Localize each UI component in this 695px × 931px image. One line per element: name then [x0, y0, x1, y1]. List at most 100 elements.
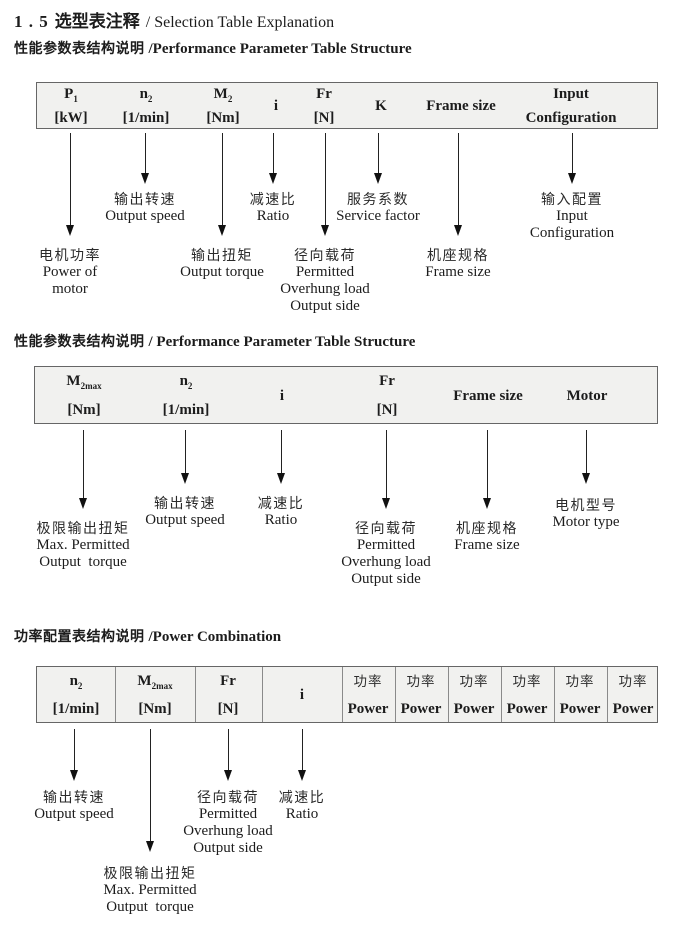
label-line: Permitted — [356, 537, 416, 553]
header-line: i — [279, 387, 285, 404]
arrow-line — [82, 430, 84, 499]
header-line: [Nm] — [67, 402, 101, 418]
label-line: Motor type — [552, 514, 620, 530]
label-line: Ratio — [264, 512, 298, 528]
table-header-cell: 功率 Power — [613, 667, 654, 724]
header-line: 功率 — [353, 673, 383, 689]
label-line: 机座规格 — [426, 247, 489, 263]
header-line: [1/min] — [52, 701, 100, 718]
header-line: Frame size — [453, 387, 523, 404]
label-line: Service factor — [336, 208, 420, 224]
label-line: Output torque — [106, 899, 194, 915]
column-divider — [262, 667, 263, 722]
table-header-cell: i — [274, 83, 278, 130]
arrow-line — [69, 133, 71, 226]
header-line: n2 — [69, 672, 83, 691]
header-line: 功率 — [618, 673, 648, 689]
label-line: Overhung load — [341, 554, 431, 570]
heading-cn: 性能参数表结构说明 — [14, 333, 145, 349]
heading-en: /Power Combination — [148, 629, 282, 645]
header-line: M2max — [137, 672, 173, 691]
table-header-cell: Fr[N] — [218, 667, 239, 724]
label-line: Frame size — [454, 537, 520, 553]
arrow-head-icon — [277, 473, 285, 484]
arrow-line — [457, 133, 459, 226]
column-divider — [501, 667, 502, 722]
subscript: 1 — [73, 94, 78, 105]
arrow-head-icon — [70, 770, 78, 781]
label-line: 减速比 — [278, 789, 326, 805]
label-line: Output speed — [145, 512, 225, 528]
arrow-line — [280, 430, 282, 474]
arrow-head-icon — [181, 473, 189, 484]
label-line: Output torque — [39, 554, 127, 570]
page-title-cn: 选型表注释 — [54, 12, 140, 31]
label-line: Configuration — [529, 225, 615, 241]
label-line: 极限输出扭矩 — [103, 865, 197, 881]
label-line: 电机型号 — [554, 497, 617, 513]
page-title-en: / Selection Table Explanation — [145, 14, 335, 31]
header-line: Power — [559, 701, 601, 718]
header-line: [Nm] — [138, 701, 172, 718]
arrow-head-icon — [224, 770, 232, 781]
arrow-head-icon — [568, 173, 576, 184]
header-line: Power — [506, 701, 548, 718]
header-line: 功率 — [406, 673, 436, 689]
label-line: 径向载荷 — [197, 789, 259, 805]
header-line: Motor — [566, 387, 608, 404]
header-line: M2 — [213, 86, 233, 105]
subscript: 2 — [77, 680, 83, 691]
header-line: [Nm] — [206, 109, 240, 126]
header-line: Power — [400, 701, 442, 718]
column-divider — [607, 667, 608, 722]
heading-cn: 性能参数表结构说明 — [14, 40, 145, 56]
header-line: Fr — [316, 86, 332, 103]
label-line: motor — [52, 281, 88, 297]
label-line: 输出转速 — [113, 191, 176, 207]
label-line: Permitted — [295, 264, 355, 280]
label-line: Output side — [193, 840, 263, 856]
label-line: Power of — [42, 264, 98, 280]
arrow-line — [227, 729, 229, 771]
label-line: 减速比 — [257, 495, 305, 511]
arrow-head-icon — [141, 173, 149, 184]
label-line: 输出转速 — [42, 789, 105, 805]
column-divider — [115, 667, 116, 722]
header-line: [N] — [376, 402, 398, 418]
heading-en: /Performance Parameter Table Structure — [148, 41, 412, 57]
arrow-line — [301, 729, 303, 771]
arrow-line — [221, 133, 223, 226]
label-line: 输出扭矩 — [191, 247, 253, 263]
table-header-cell: Fr[N] — [314, 83, 335, 130]
arrow-head-icon — [382, 498, 390, 509]
table-header-cell: n2[1/min] — [123, 83, 170, 130]
table-header-cell: Fr[N] — [377, 367, 398, 425]
header-line: i — [273, 98, 279, 114]
header-line: Power — [612, 701, 654, 718]
column-divider — [554, 667, 555, 722]
column-divider — [195, 667, 196, 722]
header-line: i — [299, 687, 305, 703]
column-divider — [395, 667, 396, 722]
table-header-cell: 功率 Power — [401, 667, 442, 724]
label-line: Output torque — [180, 264, 264, 280]
arrow-line — [184, 430, 186, 474]
column-divider — [342, 667, 343, 722]
table-header-cell: n2[1/min] — [163, 367, 210, 425]
label-line: Frame size — [425, 264, 491, 280]
label-line: 服务系数 — [346, 191, 409, 207]
label-line: Permitted — [198, 806, 258, 822]
header-line: [N] — [217, 701, 239, 718]
